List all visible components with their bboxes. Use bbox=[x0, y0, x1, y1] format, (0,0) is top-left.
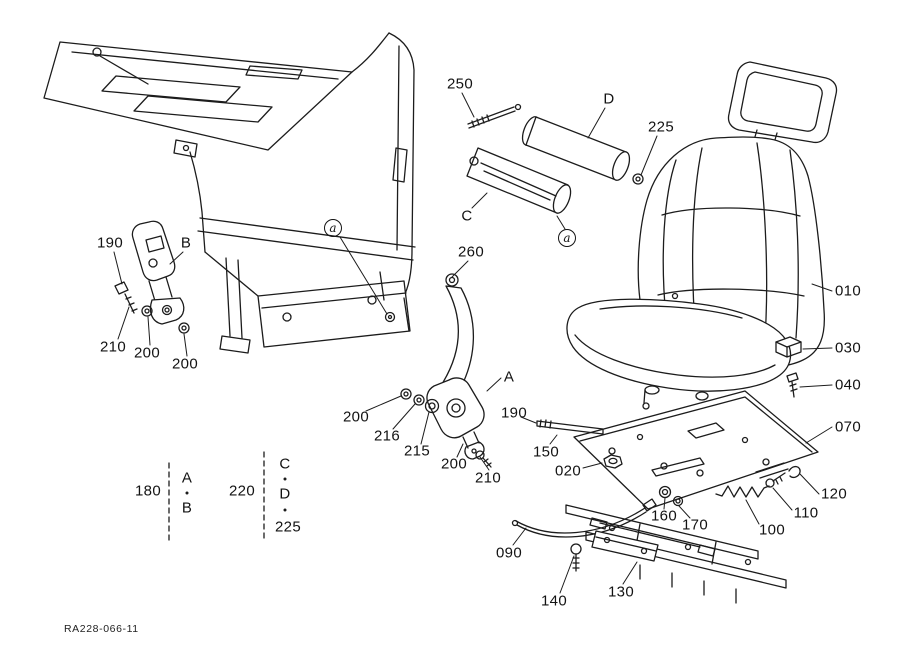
seat-drawing bbox=[566, 61, 838, 410]
seatbelt-retractor-drawing bbox=[400, 273, 492, 468]
hardware-parts-drawing bbox=[511, 336, 802, 572]
seatbelt-buckle-drawing bbox=[114, 220, 190, 334]
seat-rails-drawing bbox=[565, 504, 787, 604]
cab-frame-drawing bbox=[43, 32, 416, 354]
damper-cylinders-drawing bbox=[466, 103, 644, 214]
ref-group-dividers bbox=[168, 451, 287, 543]
base-plate-drawing bbox=[573, 390, 819, 510]
leader-lines bbox=[113, 92, 833, 594]
